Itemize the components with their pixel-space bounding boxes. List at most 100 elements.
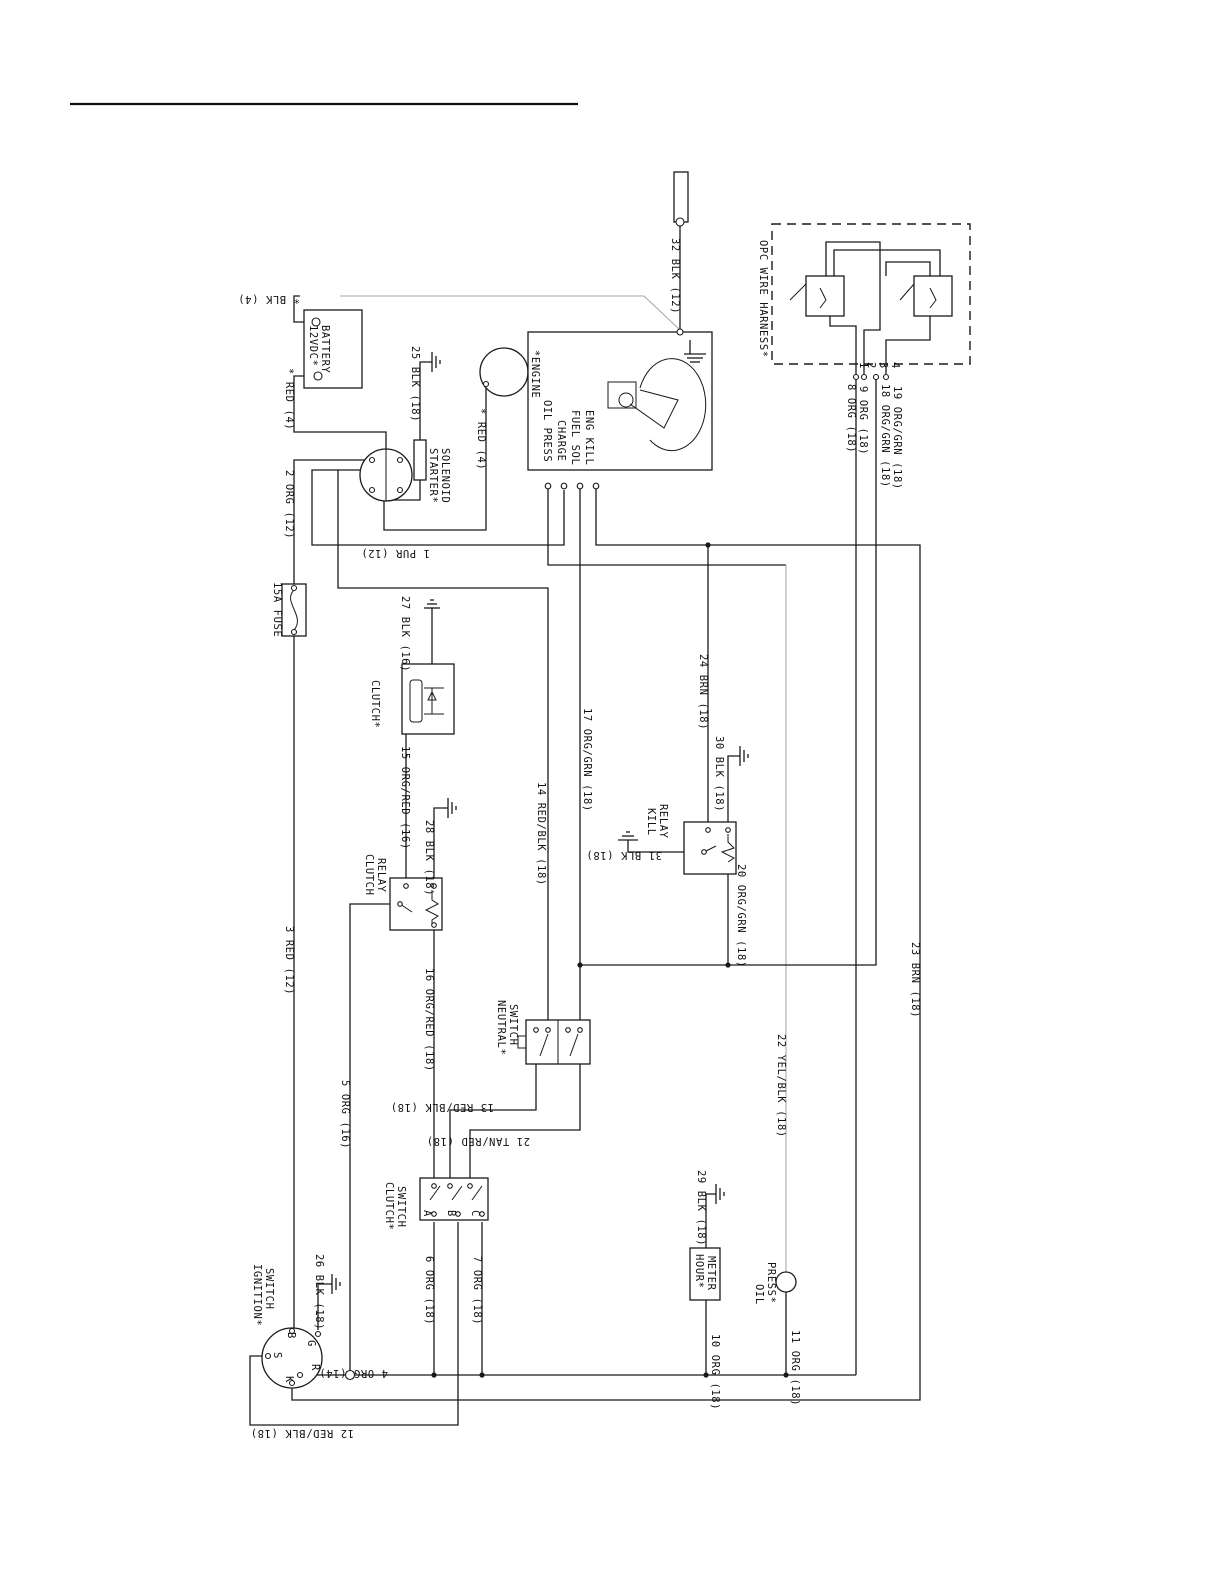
ground-icon-27 — [424, 599, 440, 616]
ground-icon-31 — [618, 831, 638, 841]
ground-icon-engine — [684, 353, 706, 363]
label-term-charge: CHARGE — [555, 420, 567, 462]
label-neutral-2: SWITCH — [507, 1004, 519, 1046]
label-ign-1: IGNITION* — [251, 1264, 263, 1326]
label-ign-2: SWITCH — [263, 1268, 275, 1310]
label-crelay-2: RELAY — [375, 858, 387, 893]
wire-opc-d — [885, 261, 931, 276]
label-oil-1: OIL — [753, 1284, 765, 1305]
label-term-oilpress: OIL PRESS — [541, 400, 553, 462]
label-w13: 13 RED/BLK (18) — [390, 1101, 494, 1113]
wire-opc-a — [825, 241, 881, 374]
label-w23: 23 BRN (18) — [909, 942, 921, 1018]
label-w17: 17 ORG/GRN (18) — [581, 708, 593, 812]
labels: * BLK (4) 12VDC*BATTERY * RED (4) 25 BLK (1… — [238, 238, 921, 1439]
engine-box — [527, 331, 713, 471]
label-cs-b: B — [445, 1210, 457, 1217]
label-hour-1: HOUR* — [693, 1254, 705, 1289]
label-w20: 20 ORG/GRN (18) — [735, 864, 747, 968]
label-battery-1: 12VDC* — [307, 325, 319, 367]
label-w22: 22 YEL/BLK (18) — [775, 1034, 787, 1138]
wire-opc-b — [833, 249, 941, 276]
label-w31: 31 BLK (18) — [586, 849, 662, 861]
label-term-b: B — [285, 1332, 297, 1339]
wire-23 — [291, 488, 921, 1401]
label-oil-2: PRESS* — [765, 1262, 777, 1304]
ground-icon-28 — [447, 798, 457, 818]
label-w7: 7 ORG (18) — [471, 1256, 483, 1325]
label-starter-2: SOLENOID — [439, 448, 451, 503]
label-opc-1: 1 — [857, 362, 869, 369]
opc-harness-outline — [771, 223, 971, 365]
junctions — [344, 542, 789, 1381]
label-opc-3: 3 — [877, 362, 889, 369]
label-w21: 21 TAN/RED (18) — [426, 1135, 530, 1147]
engine-flywheel-icon — [639, 358, 707, 452]
wire-20-18 — [580, 374, 877, 966]
label-w19: 19 ORG/GRN (18) — [891, 386, 903, 490]
ground-icon-26 — [331, 1274, 341, 1294]
label-w18: 18 ORG/GRN (18) — [879, 384, 891, 488]
hour-meter-box — [689, 1247, 721, 1301]
label-w8: 8 ORG (18) — [845, 384, 857, 453]
oil-press-sender-icon — [775, 1271, 797, 1293]
ground-icon-25 — [431, 352, 441, 372]
wire-26 — [317, 1283, 332, 1330]
label-cswitch-1: CLUTCH* — [383, 1182, 395, 1230]
label-cs-a: A — [421, 1210, 433, 1217]
label-w26: 26 BLK (18) — [313, 1254, 325, 1330]
wire-12 — [249, 1222, 459, 1426]
label-w10: 10 ORG (18) — [709, 1334, 721, 1410]
wire-batt-grey — [340, 295, 681, 331]
label-hour-2: METER — [705, 1256, 717, 1291]
label-w9: 9 ORG (18) — [857, 386, 869, 455]
label-w29: 29 BLK (18) — [695, 1170, 707, 1246]
label-term-engkill: ENG KILL — [583, 410, 595, 465]
label-w32: 32 BLK (12) — [669, 238, 681, 314]
wire-31 — [627, 840, 704, 853]
label-opc-2: 2 — [865, 362, 877, 369]
wire-1 — [311, 469, 565, 546]
wire-red4-starter — [383, 384, 487, 531]
label-cs-c: C — [469, 1210, 481, 1217]
wire-5 — [349, 903, 396, 1375]
wire-oilpress-a — [547, 488, 786, 566]
engine-piston-icon — [607, 381, 637, 409]
label-w3: 3 RED (12) — [283, 926, 295, 995]
label-term-fuelsol: FUEL SOL — [569, 410, 581, 465]
label-w16: 16 ORG/RED (18) — [423, 968, 435, 1072]
connector-plug — [673, 171, 689, 223]
label-w11: 11 ORG (18) — [789, 1330, 801, 1406]
wire-30 — [727, 755, 740, 826]
label-crelay-1: CLUTCH — [363, 854, 375, 896]
label-opc-4: 4 — [889, 362, 901, 369]
starter-motor-icon — [479, 347, 529, 397]
wire-13 — [449, 1062, 537, 1180]
label-w24: 24 BRN (18) — [697, 654, 709, 730]
label-starter-1: STARTER* — [427, 448, 439, 503]
ground-icon-29 — [706, 1184, 725, 1204]
label-w5: 5 ORG (16) — [339, 1080, 351, 1149]
label-red4-batt: * RED (4) — [283, 368, 295, 430]
label-w14: 14 RED/BLK (18) — [535, 782, 547, 886]
fuse-icon — [290, 589, 298, 631]
wire-25 — [419, 361, 432, 440]
label-w25: 25 BLK (18) — [409, 346, 421, 422]
wire-21 — [469, 1062, 581, 1180]
label-w12: 12 RED/BLK (18) — [250, 1427, 354, 1439]
label-kill-1: KILL — [645, 808, 657, 836]
label-opc: OPC WIRE HARNESS* — [757, 240, 769, 358]
label-w1: 1 PUR (12) — [361, 547, 430, 559]
label-term-g: G — [305, 1340, 317, 1347]
label-battery-2: BATTERY — [319, 325, 331, 374]
label-w30: 30 BLK (18) — [713, 736, 725, 812]
label-neutral-1: NEUTRAL* — [495, 1000, 507, 1055]
label-w2: 2 ORG (12) — [283, 470, 295, 539]
label-term-s: S — [271, 1352, 283, 1359]
label-fuse: 15A FUSE — [271, 582, 283, 637]
label-clutch: CLUTCH* — [369, 680, 381, 728]
label-blk4: * BLK (4) — [238, 293, 300, 305]
label-cswitch-2: SWITCH — [395, 1186, 407, 1228]
wire-opc-e — [885, 316, 931, 374]
wire-14 — [337, 470, 549, 1026]
